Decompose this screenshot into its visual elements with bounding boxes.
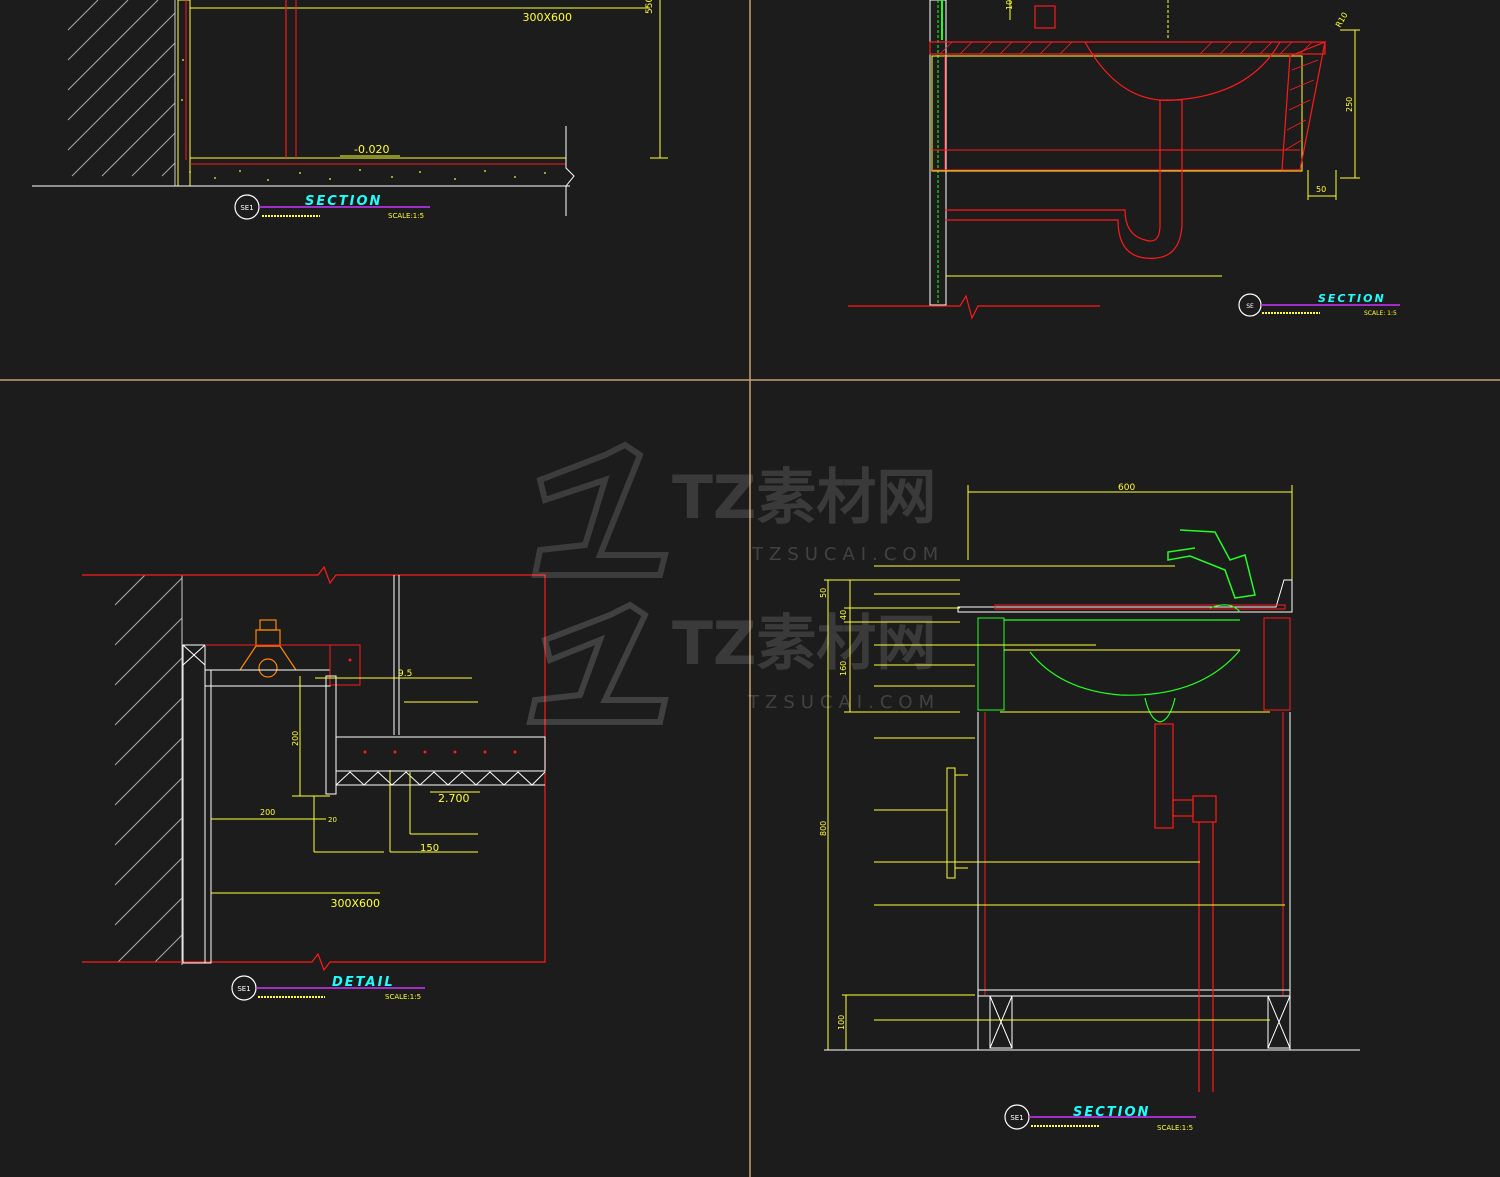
scale-tl: SCALE:1:5 — [388, 212, 424, 220]
scale-br: SCALE:1:5 — [1157, 1124, 1193, 1132]
elevation-2700: 2.700 — [438, 792, 470, 805]
label-150: 150 — [420, 843, 439, 854]
watermark-url-1: TZSUCAI.COM — [751, 544, 944, 565]
title-detail-bl: DETAIL — [332, 975, 395, 990]
title-section-br: SECTION — [1073, 1105, 1150, 1120]
dim-600: 600 — [1118, 483, 1135, 493]
section-bottom-right: 600 50 40 160 800 100 — [819, 483, 1360, 1132]
dim-r10: R10 — [1334, 11, 1350, 29]
dim-200-h: 200 — [260, 808, 275, 817]
dim-40-left: 40 — [839, 610, 848, 620]
watermark-brand-1: TZ素材网 — [672, 463, 936, 533]
dim-200-v: 200 — [291, 731, 300, 746]
label-9-5: 9.5 — [398, 669, 412, 679]
speckle-fill — [181, 59, 546, 181]
dim-10: 10 — [1005, 0, 1014, 10]
dim-50-left: 50 — [819, 588, 828, 598]
dim-800-left: 800 — [819, 821, 828, 836]
badge-se-tr: SE — [1246, 303, 1254, 310]
dim-100-left: 100 — [837, 1015, 846, 1030]
detail-bottom-left: 200 200 20 9.5 150 2.700 300X600 SE1 DET… — [82, 565, 546, 1001]
tile-size-label: 300X600 — [522, 11, 572, 24]
title-section-tl: SECTION — [305, 194, 382, 209]
scale-tr: SCALE: 1:5 — [1364, 310, 1397, 317]
section-top-right: 10 250 R10 50 SE SECTION SCALE: 1:5 — [848, 0, 1400, 320]
wall-hatch — [67, 0, 176, 177]
watermark: TZ素材网 TZSUCAI.COM TZ素材网 TZSUCAI.COM — [526, 441, 944, 725]
dim-160-left: 160 — [839, 661, 848, 676]
tile-size-bl: 300X600 — [330, 897, 380, 910]
dim-20: 20 — [328, 816, 337, 824]
dim-250: 250 — [1345, 97, 1354, 112]
title-section-tr: SECTION — [1318, 292, 1386, 305]
badge-se1-bl: SE1 — [237, 985, 250, 993]
badge-se1-br: SE1 — [1010, 1114, 1023, 1122]
dim-550: 550 — [645, 0, 655, 14]
scale-bl: SCALE:1:5 — [385, 993, 421, 1001]
watermark-url-2: TZSUCAI.COM — [747, 692, 940, 713]
watermark-brand-2: TZ素材网 — [672, 609, 936, 679]
section-top-left: 550 300X600 -0.020 SE1 SECTION SCALE:1:5 — [32, 0, 668, 220]
dim-50: 50 — [1316, 185, 1326, 194]
elevation-label: -0.020 — [354, 143, 389, 156]
badge-se1-tl: SE1 — [240, 204, 253, 212]
